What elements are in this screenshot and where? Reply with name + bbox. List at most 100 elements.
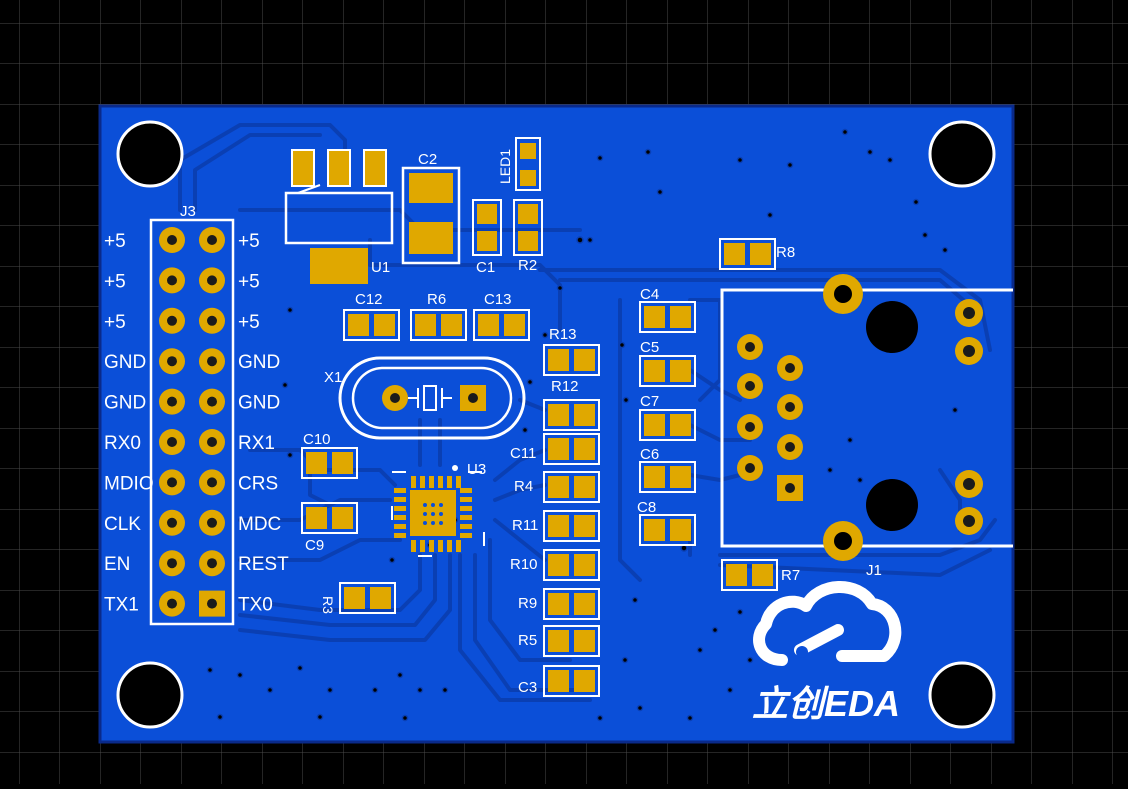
c9-component: [301, 502, 358, 534]
r2-resistor: [513, 199, 543, 256]
r10-component: [543, 549, 600, 581]
u3-pad: [394, 524, 406, 529]
u3-pad: [460, 515, 472, 520]
u1-regulator: [284, 149, 394, 284]
r12-component: [543, 399, 600, 431]
u3-pad: [460, 488, 472, 493]
r9-component: [543, 588, 600, 620]
logo-text: 立创EDA: [752, 683, 900, 724]
ref-r5: R5: [518, 632, 537, 649]
ref-r4: R4: [514, 478, 533, 495]
vias: [206, 128, 959, 722]
mounting-holes: [116, 120, 996, 729]
u3-pad: [447, 540, 452, 552]
logo: 立创EDA: [752, 581, 902, 724]
j3-left-label: RX0: [104, 433, 141, 454]
r5-component: [543, 625, 600, 657]
j3-right-label: MDC: [238, 514, 281, 535]
ref-c13: C13: [484, 291, 512, 308]
u3-pad: [420, 476, 425, 488]
ref-x1: X1: [324, 369, 342, 386]
j3-left-label: EN: [104, 554, 130, 575]
j1-rj45: [720, 274, 1013, 561]
c2-capacitor: [401, 166, 461, 265]
u3-pad: [429, 540, 434, 552]
ref-r8: R8: [776, 244, 795, 261]
ref-c5: C5: [640, 339, 659, 356]
j3-outline: [149, 218, 235, 626]
ref-c6: C6: [640, 446, 659, 463]
ref-r2: R2: [518, 257, 537, 274]
u3-pad: [460, 533, 472, 538]
u3-pad: [394, 506, 406, 511]
ref-c1: C1: [476, 259, 495, 276]
u3-pad: [438, 540, 443, 552]
j3-left-label: +5: [104, 231, 126, 252]
c4-component: [639, 301, 696, 333]
c13-component: [473, 309, 530, 341]
u3-pad: [429, 476, 434, 488]
ref-c4: C4: [640, 286, 659, 303]
r6-component: [410, 309, 467, 341]
ref-r6: R6: [427, 291, 446, 308]
c6-component: [639, 461, 696, 493]
x1-crystal: [338, 356, 526, 440]
r4-component: [543, 471, 600, 503]
ref-r11: R11: [512, 517, 538, 534]
u3-pad: [456, 540, 461, 552]
j3-left-label: +5: [104, 312, 126, 333]
u3-pad: [394, 533, 406, 538]
u3-qfn: [391, 465, 485, 557]
j3-right-label: RX1: [238, 433, 275, 454]
ref-c8: C8: [637, 499, 656, 516]
u3-pad: [456, 476, 461, 488]
ref-r7: R7: [781, 567, 800, 584]
c5-component: [639, 355, 696, 387]
u3-pad: [411, 476, 416, 488]
c1-capacitor: [472, 199, 502, 256]
r13-component: [543, 344, 600, 376]
ref-r3: R3: [320, 596, 336, 614]
j3-right-label: +5: [238, 231, 260, 252]
j3-left-label: TX1: [104, 595, 139, 616]
j3-left-label: GND: [104, 352, 146, 373]
j3-left-label: +5: [104, 271, 126, 292]
j3-right-label: GND: [238, 393, 280, 414]
r7-component: [721, 559, 778, 591]
u3-pad: [460, 497, 472, 502]
ref-led1: LED1: [497, 149, 513, 184]
j3-right-label: REST: [238, 554, 289, 575]
j3-right-label: CRS: [238, 473, 278, 494]
c11-component: [543, 433, 600, 465]
ref-u3: U3: [467, 461, 486, 478]
ref-c2: C2: [418, 151, 437, 168]
r8-component: [719, 238, 776, 270]
u3-pad: [460, 506, 472, 511]
c3-component: [543, 665, 600, 697]
ref-j3: J3: [180, 203, 196, 220]
u3-pad: [460, 524, 472, 529]
u3-pad: [411, 540, 416, 552]
c10-component: [301, 447, 358, 479]
j3-pins: [159, 227, 225, 617]
u3-pad: [420, 540, 425, 552]
ref-c9: C9: [305, 537, 324, 554]
ref-j1: J1: [866, 562, 882, 579]
j3-right-label: +5: [238, 271, 260, 292]
ref-c3: C3: [518, 679, 537, 696]
j3-right-label: GND: [238, 352, 280, 373]
u3-pad: [447, 476, 452, 488]
ref-c11: C11: [510, 445, 536, 462]
u3-pad: [394, 515, 406, 520]
j3-right-label: TX0: [238, 595, 273, 616]
u3-pad: [394, 497, 406, 502]
ref-r9: R9: [518, 595, 537, 612]
r3-component: [339, 582, 396, 614]
c8-component: [639, 514, 696, 546]
r11-component: [543, 510, 600, 542]
j3-left-label: GND: [104, 393, 146, 414]
